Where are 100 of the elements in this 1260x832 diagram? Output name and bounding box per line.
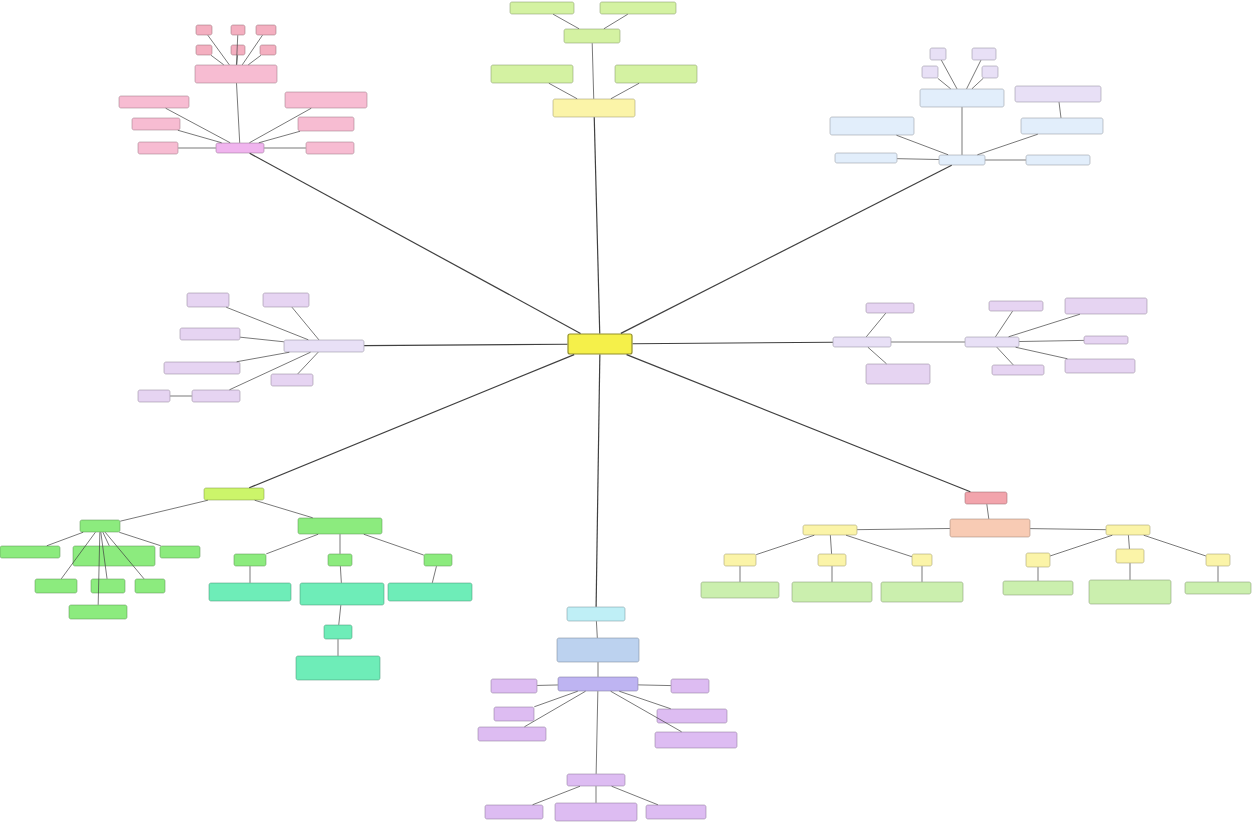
topic-box — [654, 731, 738, 749]
topic-box — [423, 553, 453, 567]
topic-box — [230, 24, 246, 36]
connector-line — [620, 164, 953, 334]
topic-box — [195, 24, 213, 36]
topic-box — [949, 518, 1031, 538]
connector-line — [536, 684, 559, 686]
topic-box — [865, 363, 931, 385]
topic-box — [911, 553, 933, 567]
connector-line — [239, 336, 285, 343]
topic-box — [938, 154, 986, 166]
topic-box — [163, 361, 241, 375]
topic-box — [284, 91, 368, 109]
topic-box — [186, 292, 230, 308]
connector-line — [856, 528, 951, 530]
connector-line — [291, 306, 320, 341]
connector-line — [177, 129, 222, 144]
topic-box — [1064, 297, 1148, 315]
connector-line — [961, 106, 963, 156]
connector-line — [984, 159, 1027, 161]
connector-line — [263, 147, 307, 149]
connector-line — [1128, 534, 1130, 550]
connector-line — [971, 77, 984, 90]
topic-box — [919, 88, 1005, 108]
topic-box — [195, 44, 213, 56]
topic-box — [90, 578, 126, 594]
topic-box — [981, 65, 999, 79]
connector-line — [229, 351, 311, 391]
topic-box — [1025, 552, 1051, 568]
connector-line — [249, 152, 582, 334]
connector-line — [552, 13, 580, 30]
connector-line — [966, 59, 982, 90]
connector-line — [941, 59, 958, 90]
connector-line — [533, 690, 579, 708]
topic-box — [929, 47, 947, 61]
connector-line — [986, 503, 990, 520]
connector-line — [618, 690, 672, 710]
connector-line — [1029, 528, 1107, 531]
connector-line — [596, 620, 598, 639]
topic-box — [297, 116, 355, 132]
topic-box — [971, 47, 997, 61]
topic-box — [791, 581, 873, 603]
topic-box — [1184, 581, 1252, 595]
topic-box — [259, 44, 277, 56]
connector-line — [363, 343, 568, 347]
topic-box — [834, 152, 898, 164]
topic-box — [295, 655, 381, 681]
connector-line — [610, 690, 682, 733]
connector-line — [896, 158, 940, 160]
topic-box — [921, 65, 939, 79]
connector-line — [363, 533, 425, 556]
connector-line — [921, 565, 923, 583]
topic-box — [159, 545, 201, 559]
connector-line — [1143, 534, 1207, 557]
topic-box — [208, 582, 292, 602]
connector-line — [625, 354, 971, 493]
connector-line — [597, 661, 599, 678]
topic-box — [1205, 553, 1231, 567]
connector-line — [1018, 340, 1085, 342]
connector-line — [595, 690, 599, 775]
topic-box — [490, 64, 574, 84]
connector-line — [831, 565, 833, 583]
topic-box — [554, 802, 638, 822]
connector-line — [165, 107, 231, 144]
topic-box — [72, 545, 156, 567]
topic-box — [297, 517, 383, 535]
connector-line — [225, 306, 309, 341]
connector-line — [236, 54, 238, 66]
connector-line — [830, 534, 832, 555]
topic-box — [477, 726, 547, 742]
topic-box — [1025, 154, 1091, 166]
connector-line — [1217, 565, 1219, 583]
topic-box — [283, 339, 365, 353]
connector-line — [845, 534, 913, 557]
connector-line — [996, 346, 1014, 366]
connector-line — [524, 690, 586, 728]
topic-box — [880, 581, 964, 603]
topic-box — [557, 676, 639, 692]
topic-box — [563, 28, 621, 44]
topic-box — [832, 336, 892, 348]
connector-line — [249, 107, 312, 144]
topic-box — [137, 141, 179, 155]
topic-box — [509, 1, 575, 15]
connector-line — [254, 499, 314, 519]
connector-line — [532, 785, 581, 806]
topic-box — [988, 300, 1044, 312]
connector-line — [118, 531, 162, 547]
topic-box — [599, 1, 677, 15]
topic-box — [0, 545, 61, 559]
topic-box — [723, 553, 757, 567]
connector-line — [637, 684, 672, 686]
connector-line — [1049, 534, 1113, 557]
connector-line — [632, 341, 834, 345]
connector-line — [236, 351, 290, 363]
connector-line — [995, 310, 1013, 338]
topic-box — [270, 373, 314, 387]
connector-line — [207, 34, 230, 66]
topic-box — [131, 117, 181, 131]
topic-box — [670, 678, 710, 694]
connector-line — [548, 82, 578, 100]
